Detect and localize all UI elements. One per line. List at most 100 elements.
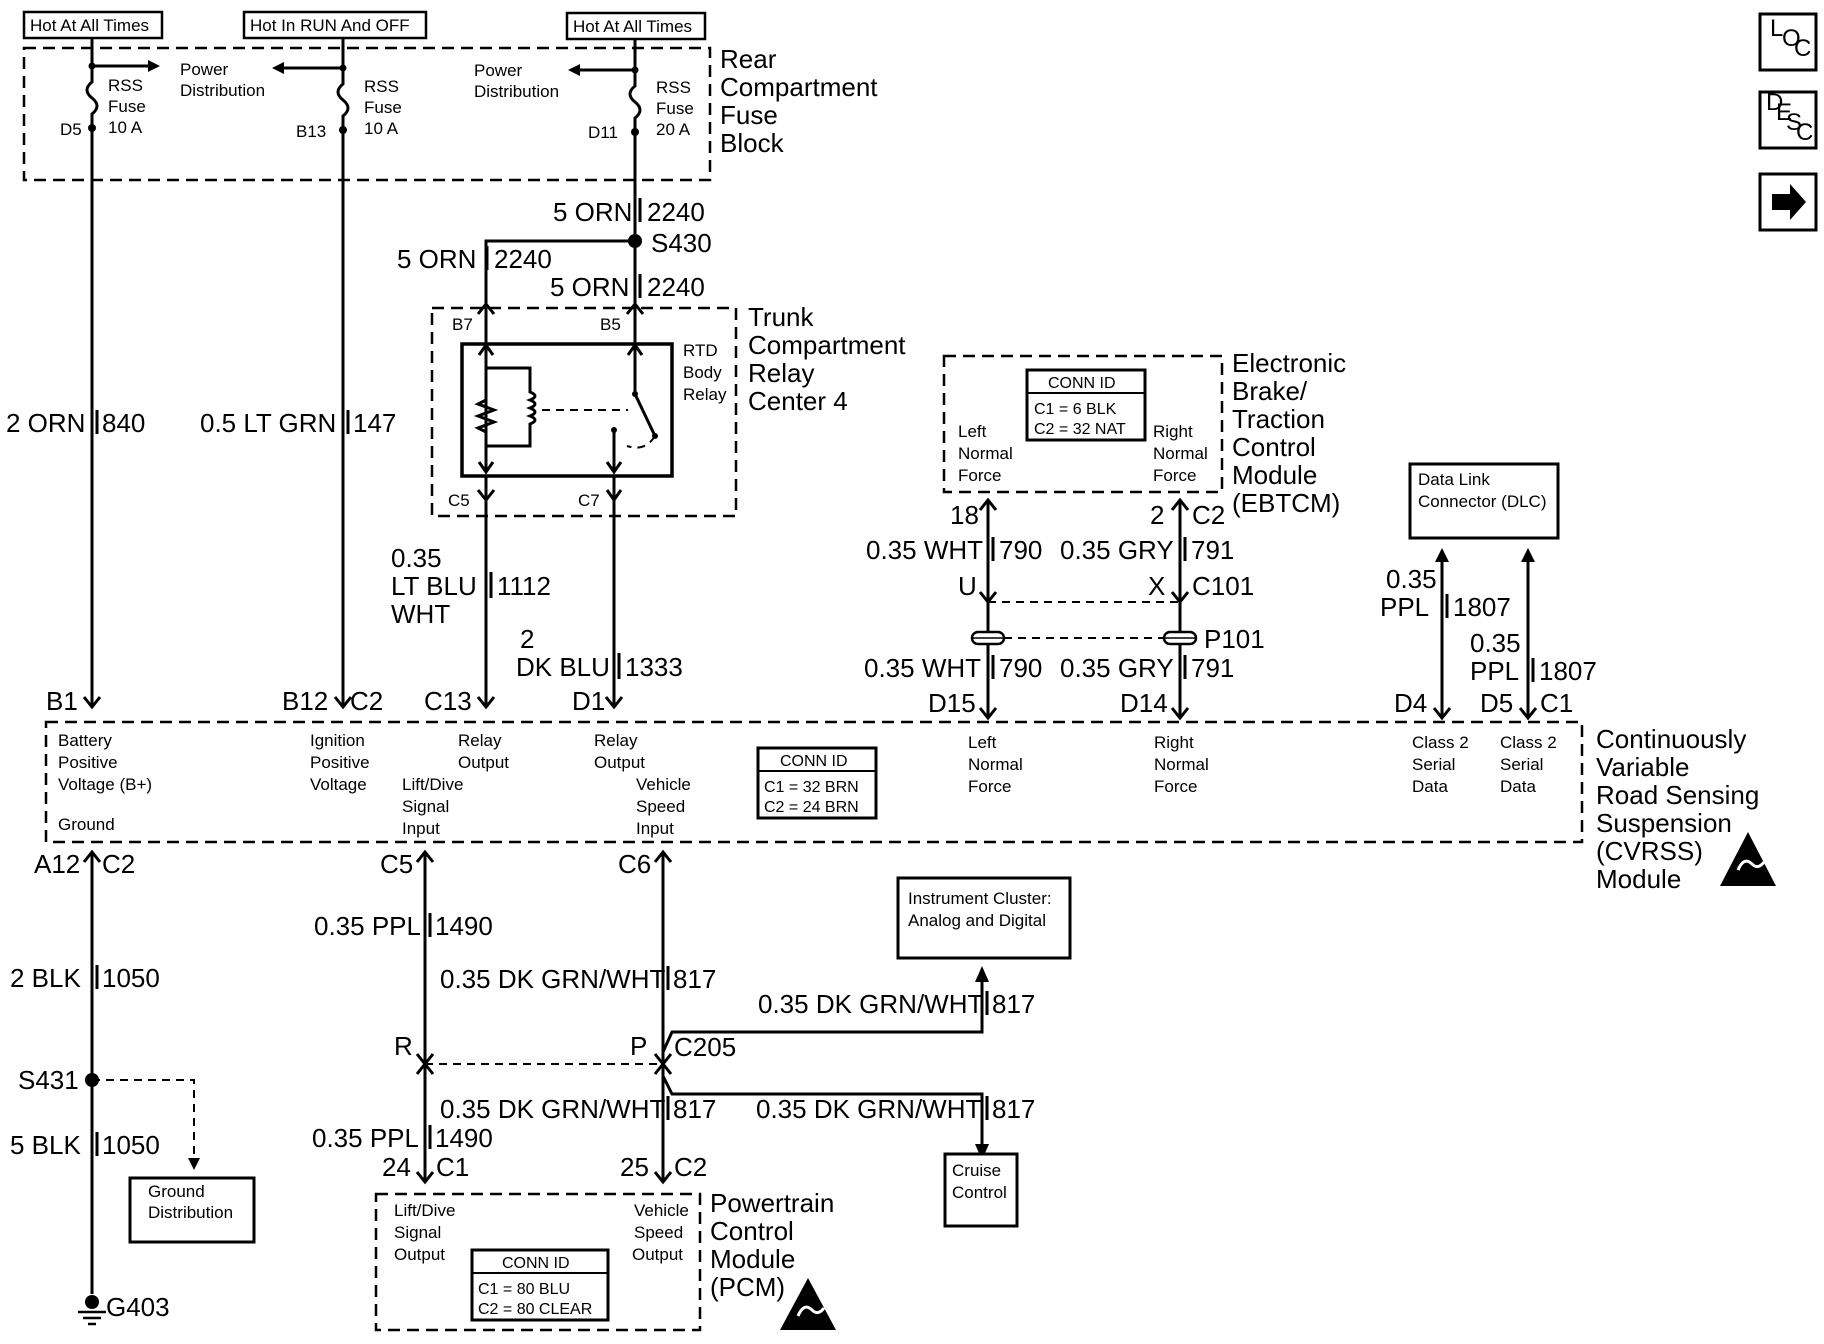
svg-text:Distribution: Distribution bbox=[474, 82, 559, 101]
svg-text:Suspension: Suspension bbox=[1596, 808, 1732, 838]
svg-text:Control: Control bbox=[1232, 432, 1316, 462]
arrow-left-icon bbox=[272, 62, 284, 74]
svg-text:Lift/Dive: Lift/Dive bbox=[394, 1201, 455, 1220]
svg-text:C205: C205 bbox=[674, 1032, 736, 1062]
svg-text:1490: 1490 bbox=[435, 1123, 493, 1153]
svg-text:S430: S430 bbox=[651, 228, 712, 258]
arrow-right-icon bbox=[1772, 184, 1806, 220]
svg-text:791: 791 bbox=[1191, 653, 1234, 683]
relay-center-outline bbox=[430, 306, 738, 518]
loc-button[interactable]: L O C bbox=[1758, 12, 1818, 72]
wire-label-1112: 0.35 LT BLU WHT 1112 bbox=[391, 543, 551, 629]
wire-label-1807-b: 0.35 PPL 1807 bbox=[1470, 628, 1597, 686]
svg-text:Output: Output bbox=[594, 753, 645, 772]
cvrss-top-pins: B1 B12 C2 C13 D1 D15 D14 D4 D5 C1 bbox=[46, 686, 1573, 718]
fuse-d5: RSS Fuse 10 A D5 bbox=[60, 62, 146, 139]
svg-text:D14: D14 bbox=[1120, 688, 1168, 718]
svg-text:2240: 2240 bbox=[494, 244, 552, 274]
svg-text:Normal: Normal bbox=[1153, 444, 1208, 463]
svg-text:(CVRSS): (CVRSS) bbox=[1596, 836, 1703, 866]
next-button[interactable] bbox=[1758, 172, 1818, 232]
svg-text:5 ORN: 5 ORN bbox=[553, 197, 632, 227]
svg-text:U: U bbox=[958, 571, 977, 601]
svg-text:817: 817 bbox=[673, 1094, 716, 1124]
svg-text:D11: D11 bbox=[588, 123, 618, 142]
svg-text:817: 817 bbox=[992, 1094, 1035, 1124]
svg-text:Module: Module bbox=[1232, 460, 1317, 490]
svg-text:CONN ID: CONN ID bbox=[502, 1255, 570, 1272]
svg-text:Connector (DLC): Connector (DLC) bbox=[1418, 492, 1547, 511]
svg-text:Positive: Positive bbox=[58, 753, 118, 772]
svg-text:Ground: Ground bbox=[148, 1182, 205, 1201]
svg-text:D: D bbox=[1766, 89, 1783, 116]
svg-text:DK BLU: DK BLU bbox=[516, 652, 610, 682]
svg-text:S: S bbox=[1786, 109, 1802, 136]
svg-text:Center 4: Center 4 bbox=[748, 386, 848, 416]
wire-label-817-b: 0.35 DK GRN/WHT 817 bbox=[758, 989, 1035, 1019]
desc-button[interactable]: D E S C bbox=[1758, 89, 1818, 150]
svg-text:Data: Data bbox=[1500, 777, 1536, 796]
svg-text:CONN ID: CONN ID bbox=[1048, 375, 1116, 392]
hot-label-3: Hot At All Times bbox=[565, 11, 707, 41]
pcm-lift-dive: Lift/Dive Signal Output bbox=[394, 1201, 455, 1264]
svg-text:C2: C2 bbox=[102, 849, 135, 879]
pcm-outline bbox=[374, 1192, 702, 1332]
arrow-up-icon bbox=[1521, 548, 1535, 562]
svg-text:C2: C2 bbox=[674, 1152, 707, 1182]
wire-label-1490-a: 0.35 PPL 1490 bbox=[314, 911, 493, 941]
ebtcm-outline bbox=[942, 354, 1224, 494]
svg-text:Ignition: Ignition bbox=[310, 731, 365, 750]
svg-text:Relay: Relay bbox=[748, 358, 814, 388]
fuse-d11: RSS Fuse 20 A D11 bbox=[588, 66, 694, 142]
arrow-left-icon bbox=[568, 64, 580, 76]
svg-text:RTD: RTD bbox=[683, 341, 718, 360]
svg-text:Control: Control bbox=[952, 1183, 1007, 1202]
svg-text:C: C bbox=[1796, 119, 1813, 146]
svg-text:0.35 PPL: 0.35 PPL bbox=[314, 911, 421, 941]
cvrss-bottom-pins: A12 C2 C5 C6 bbox=[34, 849, 651, 879]
wire-label-147: 0.5 LT GRN 147 bbox=[200, 408, 396, 438]
svg-text:0.35 PPL: 0.35 PPL bbox=[312, 1123, 419, 1153]
relay-center-pins: B7 B5 C5 C7 bbox=[448, 315, 621, 510]
svg-text:C1 = 6 BLK: C1 = 6 BLK bbox=[1034, 401, 1117, 418]
ebtcm-left-force: Left Normal Force bbox=[958, 422, 1013, 485]
wire-label-817-d: 0.35 DK GRN/WHT 817 bbox=[756, 1094, 1035, 1124]
svg-text:790: 790 bbox=[999, 653, 1042, 683]
ebtcm-conn-id: CONN ID C1 = 6 BLK C2 = 32 NAT bbox=[1025, 368, 1147, 442]
svg-text:Normal: Normal bbox=[1154, 755, 1209, 774]
svg-text:1050: 1050 bbox=[102, 1130, 160, 1160]
svg-text:Force: Force bbox=[1154, 777, 1197, 796]
wire-label-840: 2 ORN 840 bbox=[6, 408, 145, 438]
svg-text:Road Sensing: Road Sensing bbox=[1596, 780, 1759, 810]
svg-text:Serial: Serial bbox=[1412, 755, 1455, 774]
connector-labels: R P C205 24 C1 25 C2 bbox=[382, 1031, 736, 1182]
svg-text:Fuse: Fuse bbox=[364, 98, 402, 117]
cruise-control-box: Cruise Control bbox=[943, 1152, 1019, 1228]
svg-text:Rear: Rear bbox=[720, 44, 777, 74]
svg-text:Left: Left bbox=[958, 422, 987, 441]
wire-label-2240-c: 5 ORN 2240 bbox=[550, 272, 705, 302]
fuse-block-title: Rear Compartment Fuse Block bbox=[720, 44, 878, 158]
svg-text:PPL: PPL bbox=[1470, 656, 1519, 686]
svg-text:WHT: WHT bbox=[391, 599, 450, 629]
wire-label-791-a: 0.35 GRY 791 bbox=[1060, 535, 1234, 565]
svg-text:C2 = 80 CLEAR: C2 = 80 CLEAR bbox=[478, 1301, 592, 1318]
desc-icon: D E S C bbox=[1766, 89, 1813, 146]
pcm-title: Powertrain Control Module (PCM) bbox=[710, 1188, 834, 1302]
svg-text:P: P bbox=[630, 1031, 647, 1061]
svg-text:X: X bbox=[1148, 571, 1165, 601]
svg-text:Power: Power bbox=[180, 60, 229, 79]
wire-label-790-b: 0.35 WHT 790 bbox=[864, 653, 1042, 683]
svg-text:0.35 DK GRN/WHT: 0.35 DK GRN/WHT bbox=[440, 1094, 665, 1124]
arrow-down-icon bbox=[975, 1144, 989, 1160]
svg-text:5 ORN: 5 ORN bbox=[397, 244, 476, 274]
svg-text:C5: C5 bbox=[380, 849, 413, 879]
ground-icon-g403: G403 bbox=[78, 1292, 170, 1326]
dlc-box: Data Link Connector (DLC) bbox=[1408, 462, 1560, 540]
svg-text:RSS: RSS bbox=[656, 78, 691, 97]
svg-text:Electronic: Electronic bbox=[1232, 348, 1346, 378]
svg-text:Cruise: Cruise bbox=[952, 1161, 1001, 1180]
svg-text:E: E bbox=[1776, 99, 1792, 126]
svg-text:Voltage (B+): Voltage (B+) bbox=[58, 775, 152, 794]
svg-text:Module: Module bbox=[710, 1244, 795, 1274]
